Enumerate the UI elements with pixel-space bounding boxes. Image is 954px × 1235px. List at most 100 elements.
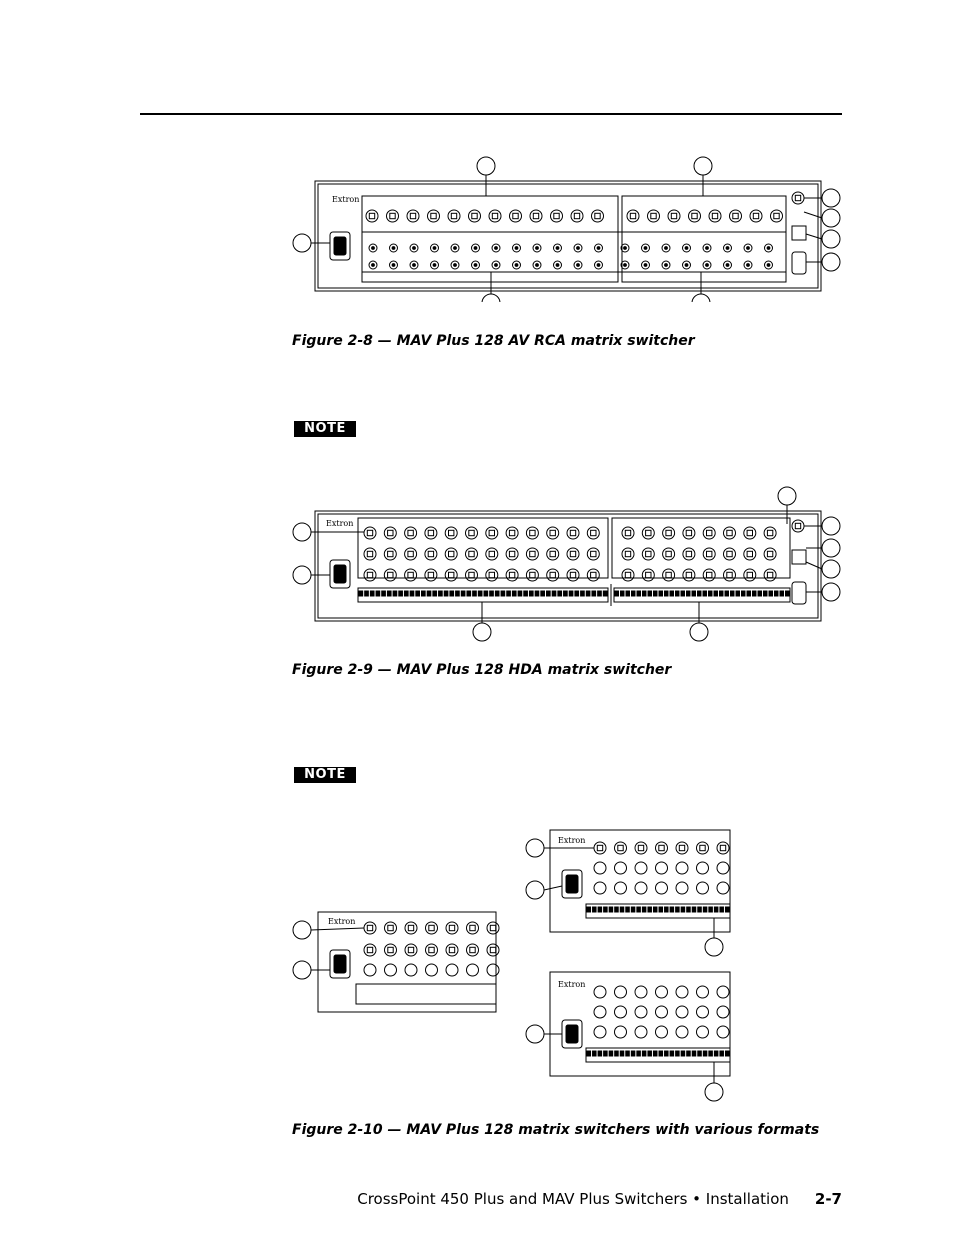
bnc-connector: [427, 209, 440, 223]
rca-center: [596, 246, 601, 250]
leader-line: [543, 885, 563, 891]
ethernet-port: [791, 549, 807, 565]
bnc-center: [488, 571, 496, 579]
bnc-connector: [702, 547, 716, 561]
bnc-center: [670, 212, 678, 220]
bnc-connector: [404, 921, 418, 935]
bnc-connector: [445, 943, 459, 957]
bnc-center: [637, 844, 645, 852]
note-label: NOTE: [294, 767, 356, 783]
rca-center: [684, 263, 689, 267]
rca-jack: [553, 260, 562, 270]
empty-connector-position: [655, 861, 668, 875]
rca-center: [432, 263, 437, 267]
terminal-pin: [557, 590, 563, 597]
bnc-center: [469, 924, 476, 932]
rca-jack: [573, 243, 583, 253]
rca-center: [684, 246, 689, 250]
bnc-center: [368, 212, 376, 220]
bnc-center: [569, 529, 577, 537]
bnc-connector: [509, 209, 522, 223]
terminal-pin: [658, 590, 663, 597]
callout-circle: [481, 293, 501, 302]
terminal-pin: [625, 1050, 630, 1057]
terminal-pin: [680, 1050, 686, 1057]
callout-circle: [691, 293, 711, 302]
rca-jack: [471, 260, 480, 270]
callout-circle: [777, 486, 797, 506]
terminal-pin: [658, 1050, 664, 1057]
terminal-pin: [669, 906, 675, 913]
terminal-pin: [591, 590, 597, 597]
bnc-connector: [363, 547, 377, 561]
terminal-pin: [757, 590, 762, 597]
empty-connector-position: [614, 1005, 627, 1019]
terminal-pin: [523, 590, 528, 597]
empty-connector-position: [445, 963, 459, 977]
bnc-center: [448, 924, 456, 932]
bnc-connector: [386, 209, 399, 223]
terminal-pin: [730, 590, 735, 597]
bnc-connector: [383, 526, 397, 540]
callout-circle: [472, 622, 492, 642]
bnc-center: [665, 550, 672, 558]
empty-connector-position: [675, 881, 689, 895]
terminal-pin: [506, 590, 511, 597]
terminal-pin: [460, 590, 466, 597]
callout-circle: [292, 522, 312, 542]
bnc-connector: [723, 547, 736, 561]
terminal-pin: [580, 590, 585, 597]
rca-jack: [409, 260, 419, 270]
bnc-center: [553, 212, 560, 220]
rca-center: [766, 246, 771, 250]
terminal-pin: [653, 590, 658, 597]
callout-circle: [525, 838, 545, 858]
bnc-center: [773, 212, 780, 220]
rca-center: [623, 263, 627, 267]
terminal-pin: [774, 590, 779, 597]
terminal-pin: [669, 1050, 675, 1057]
terminal-pin: [652, 1050, 658, 1057]
terminal-pin: [455, 590, 460, 597]
bnc-center: [409, 212, 417, 220]
bnc-connector: [655, 841, 668, 855]
terminal-pin: [675, 906, 680, 913]
terminal-pin: [652, 906, 658, 913]
bnc-connector: [485, 526, 499, 540]
terminal-pin: [630, 906, 636, 913]
rca-jack: [682, 243, 691, 253]
empty-connector-position: [593, 1025, 607, 1039]
bnc-connector: [488, 209, 502, 223]
bnc-connector: [505, 526, 519, 540]
rear-panel-outline: [549, 829, 731, 933]
bnc-connector: [486, 921, 500, 935]
terminal-pin: [719, 906, 724, 913]
bnc-connector: [708, 209, 722, 223]
bnc-center: [450, 212, 458, 220]
rca-center: [473, 263, 478, 267]
power-inlet-socket: [565, 1024, 579, 1044]
rca-center: [535, 263, 539, 267]
terminal-pin: [630, 1050, 636, 1057]
bnc-center: [573, 212, 581, 220]
blank-plate: [355, 983, 497, 1005]
terminal-pin: [614, 590, 619, 597]
rca-center: [514, 246, 519, 250]
rca-jack: [532, 243, 542, 253]
bnc-connector: [662, 568, 676, 582]
empty-connector-position: [634, 1005, 648, 1019]
brand-logo: Extron: [326, 519, 353, 528]
rca-center: [412, 263, 416, 267]
terminal-pin: [432, 590, 438, 597]
bnc-center: [468, 529, 475, 537]
terminal-pin: [602, 590, 608, 597]
bnc-connector: [729, 209, 742, 223]
bnc-center: [448, 946, 456, 954]
terminal-pin: [713, 906, 719, 913]
rca-jack: [491, 243, 501, 253]
bnc-connector: [425, 921, 438, 935]
bnc-center: [549, 550, 556, 558]
bnc-connector: [465, 547, 478, 561]
rca-center: [664, 246, 668, 250]
terminal-pin: [746, 590, 751, 597]
